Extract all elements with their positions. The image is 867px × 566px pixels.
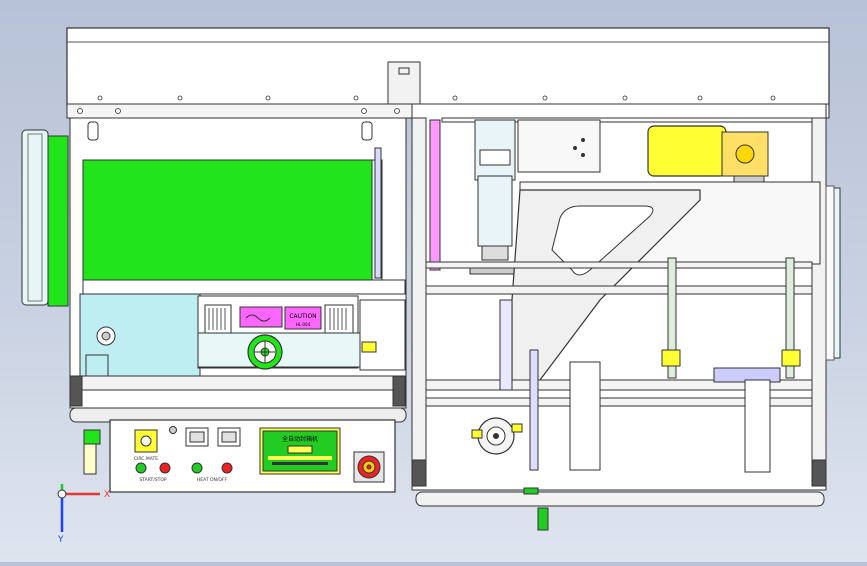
nameplate-title: 全自动封箱机 — [282, 435, 318, 443]
left-bracket-a — [87, 121, 99, 141]
clamp-a — [661, 349, 681, 367]
start-button[interactable] — [135, 462, 147, 474]
axis-triad: X Y — [57, 484, 110, 545]
caution-label — [284, 306, 322, 330]
tape-reel — [471, 417, 523, 455]
left-conveyor-roller — [21, 129, 49, 306]
conveyor-belt — [82, 159, 374, 286]
warning-label-graphic — [239, 306, 283, 328]
clamp-b — [781, 349, 801, 367]
top-housing — [66, 27, 830, 107]
indicator-light-a — [169, 426, 177, 434]
cylinder — [477, 175, 513, 247]
axis-y-label: Y — [57, 535, 64, 545]
caution-text: CAUTION — [289, 313, 316, 320]
left-switch-label: CIRC.MATE — [134, 456, 158, 462]
heat-label: HEAT ON/OFF — [197, 477, 228, 483]
axis-x-label: X — [104, 490, 110, 500]
motor — [647, 125, 769, 191]
stop-button[interactable] — [159, 462, 171, 474]
handwheel[interactable] — [247, 334, 283, 370]
heat-off-button[interactable] — [221, 462, 233, 474]
bracket-plate — [517, 119, 601, 173]
start-stop-label: START/STOP — [139, 477, 167, 483]
heat-on-button[interactable] — [191, 462, 203, 474]
caution-sub-text: HL-004 — [296, 322, 311, 327]
left-bracket-b — [361, 121, 373, 141]
front-roller-bar-right — [415, 491, 825, 507]
